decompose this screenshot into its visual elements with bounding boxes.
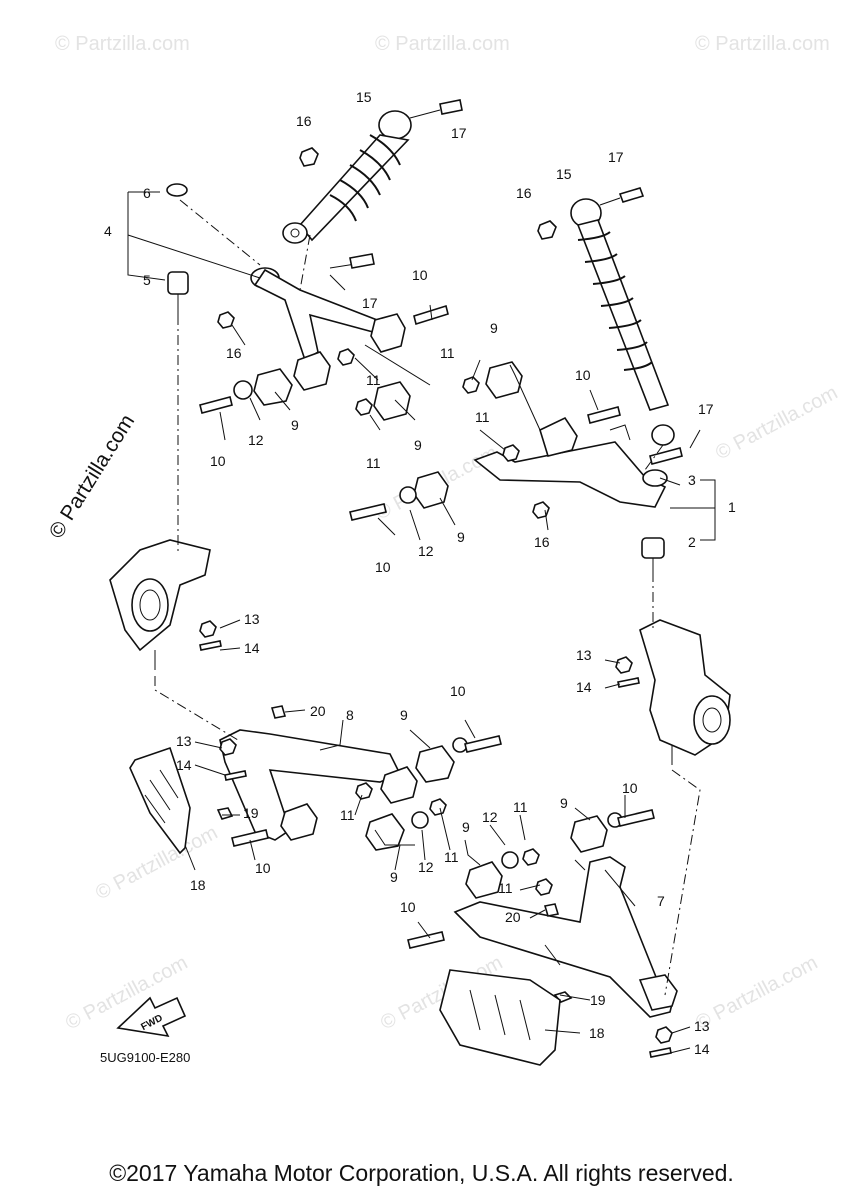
callout-number: 13: [694, 1018, 710, 1034]
lower-arm-right: [407, 809, 678, 1058]
callout-number: 9: [490, 320, 498, 336]
callout-number: 12: [248, 432, 264, 448]
diagram-code: 5UG9100-E280: [100, 1050, 190, 1065]
callout-number: 11: [513, 799, 528, 815]
callout-number: 14: [694, 1041, 710, 1057]
callout-number: 16: [516, 185, 532, 201]
callout-number: 2: [688, 534, 696, 550]
callout-number: 17: [451, 125, 467, 141]
callout-number: 11: [340, 807, 355, 823]
side-watermark: © Partzilla.com: [45, 410, 139, 542]
callout-number: 5: [143, 272, 151, 288]
lower-arm-left: [216, 705, 502, 851]
callout-number: 4: [104, 223, 112, 239]
callout-number: 17: [698, 401, 714, 417]
callout-number: 7: [657, 893, 665, 909]
callout-number: 14: [244, 640, 260, 656]
callout-number: 18: [190, 877, 206, 893]
callout-number: 11: [498, 880, 513, 896]
callout-number: 14: [576, 679, 592, 695]
callout-number: 15: [556, 166, 572, 182]
callout-number: 9: [457, 529, 465, 545]
callout-number: 17: [362, 295, 378, 311]
callout-number: 9: [400, 707, 408, 723]
upper-arm-left: [199, 253, 449, 421]
callout-number: 18: [589, 1025, 605, 1041]
callout-number: 9: [390, 869, 398, 885]
callout-number: 9: [462, 819, 470, 835]
guide-lines: [154, 199, 701, 996]
callout-number: 12: [482, 809, 498, 825]
callout-number: 20: [505, 909, 521, 925]
callout-number: 9: [414, 437, 422, 453]
callout-number: 10: [575, 367, 591, 383]
callout-number: 10: [412, 267, 428, 283]
watermark: © Partzilla.com: [695, 33, 830, 55]
callout-number: 6: [143, 185, 151, 201]
fwd-arrow: FWD: [116, 996, 187, 1038]
callout-number: 11: [444, 849, 459, 865]
callout-number: 10: [375, 559, 391, 575]
callout-number: 19: [590, 992, 606, 1008]
callout-number: 19: [243, 805, 259, 821]
skid-plate-left: [129, 746, 191, 855]
watermark: © Partzilla.com: [55, 33, 190, 55]
watermark: © Partzilla.com: [692, 952, 821, 1035]
watermark: © Partzilla.com: [712, 382, 841, 465]
callout-number: 10: [400, 899, 416, 915]
callout-number: 11: [366, 455, 381, 471]
callout-number: 11: [475, 409, 490, 425]
copyright-notice: ©2017 Yamaha Motor Corporation, U.S.A. A…: [109, 1160, 734, 1186]
right-shock-absorber: [537, 187, 675, 446]
ball-joint-right: [641, 537, 665, 572]
callout-number: 10: [622, 780, 638, 796]
watermark-layer: © Partzilla.com © Partzilla.com © Partzi…: [55, 33, 841, 1034]
callout-number: 20: [310, 703, 326, 719]
leader-lines: [127, 191, 716, 1054]
callout-number: 17: [608, 149, 624, 165]
callout-number: 9: [560, 795, 568, 811]
callout-number: 12: [418, 859, 434, 875]
callout-number: 16: [226, 345, 242, 361]
callout-number: 10: [450, 683, 466, 699]
callout-number: 8: [346, 707, 354, 723]
watermark: © Partzilla.com: [375, 33, 510, 55]
callout-number: 11: [366, 372, 381, 388]
callout-number: 11: [440, 345, 455, 361]
callouts: 1 2 3 4 5 6 7 8 9 9 9 9 9 9 9 9 10 10 10…: [104, 89, 736, 1057]
left-knuckle: [109, 539, 222, 670]
callout-number: 1: [728, 499, 736, 515]
callout-number: 14: [176, 757, 192, 773]
callout-number: 10: [255, 860, 271, 876]
upper-arm-right: [349, 361, 683, 521]
callout-number: 15: [356, 89, 372, 105]
callout-number: 13: [576, 647, 592, 663]
skid-plate-right: [439, 969, 561, 1066]
left-shock-absorber: [282, 99, 463, 244]
callout-number: 3: [688, 472, 696, 488]
callout-number: 9: [291, 417, 299, 433]
callout-number: 13: [244, 611, 260, 627]
ball-joint-left: [166, 183, 189, 315]
callout-number: 13: [176, 733, 192, 749]
callout-number: 16: [534, 534, 550, 550]
callout-number: 10: [210, 453, 226, 469]
callout-number: 12: [418, 543, 434, 559]
callout-number: 16: [296, 113, 312, 129]
right-knuckle: [615, 619, 731, 765]
